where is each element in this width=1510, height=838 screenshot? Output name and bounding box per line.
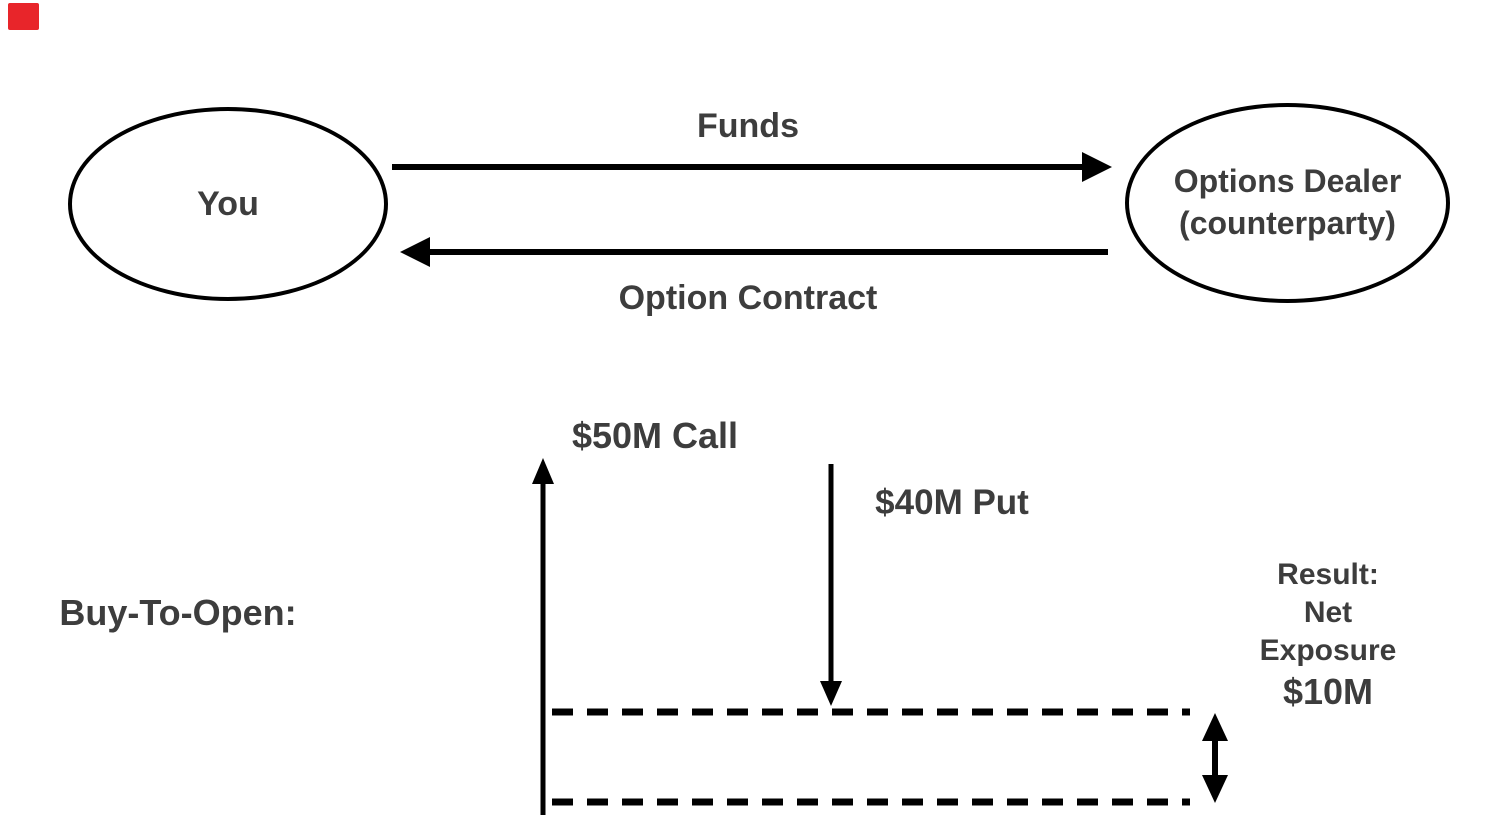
you-label: You: [197, 184, 259, 223]
option-contract-arrowhead-icon: [400, 237, 430, 267]
result-label-line3: Exposure: [1259, 634, 1397, 667]
put-down-arrowhead-icon: [820, 681, 842, 706]
put-amount-label: $40M Put: [875, 483, 1029, 522]
option-contract-arrow: [400, 237, 1108, 267]
call-up-arrowhead-icon: [532, 458, 554, 484]
call-amount-label: $50M Call: [571, 415, 739, 456]
net-exposure-down-arrowhead-icon: [1202, 775, 1228, 803]
net-exposure-double-arrow: [1202, 713, 1228, 803]
red-corner-marker: [8, 3, 39, 30]
result-amount-label: $10M: [1282, 671, 1374, 712]
you-ellipse: You: [68, 107, 388, 301]
result-label-line2: Net: [1303, 596, 1353, 629]
options-dealer-ellipse: Options Dealer (counterparty): [1125, 103, 1450, 303]
dealer-label-line1: Options Dealer: [1173, 163, 1402, 200]
funds-arrow: [392, 152, 1112, 182]
put-down-arrow: [820, 464, 842, 706]
funds-arrowhead-icon: [1082, 152, 1112, 182]
buy-to-open-label: Buy-To-Open:: [59, 592, 297, 633]
result-label-line1: Result:: [1277, 558, 1379, 591]
option-contract-label: Option Contract: [618, 279, 878, 317]
call-up-arrow: [532, 458, 554, 815]
net-exposure-result-block: Result: Net Exposure $10M: [1208, 556, 1448, 714]
funds-label: Funds: [697, 107, 799, 145]
net-exposure-up-arrowhead-icon: [1202, 713, 1228, 741]
dealer-label-line2: (counterparty): [1179, 205, 1396, 241]
